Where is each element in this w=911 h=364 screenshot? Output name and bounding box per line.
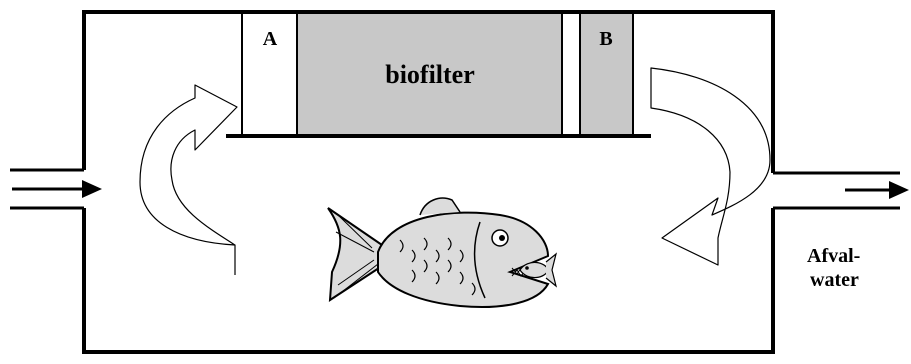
gap-box	[562, 13, 580, 135]
left-circulation-arrow-icon	[140, 85, 237, 275]
biofilter-label: biofilter	[385, 60, 475, 89]
compartment-b-label: B	[599, 28, 612, 50]
inflow-arrow-icon	[12, 180, 102, 198]
outlet-label-line2: water	[810, 269, 859, 291]
outlet-label-line1: Afval-	[807, 245, 860, 267]
compartment-a-label: A	[263, 28, 278, 50]
fish-icon	[328, 198, 556, 307]
right-circulation-arrow-icon	[651, 68, 770, 265]
outflow-arrow-icon	[845, 181, 909, 199]
